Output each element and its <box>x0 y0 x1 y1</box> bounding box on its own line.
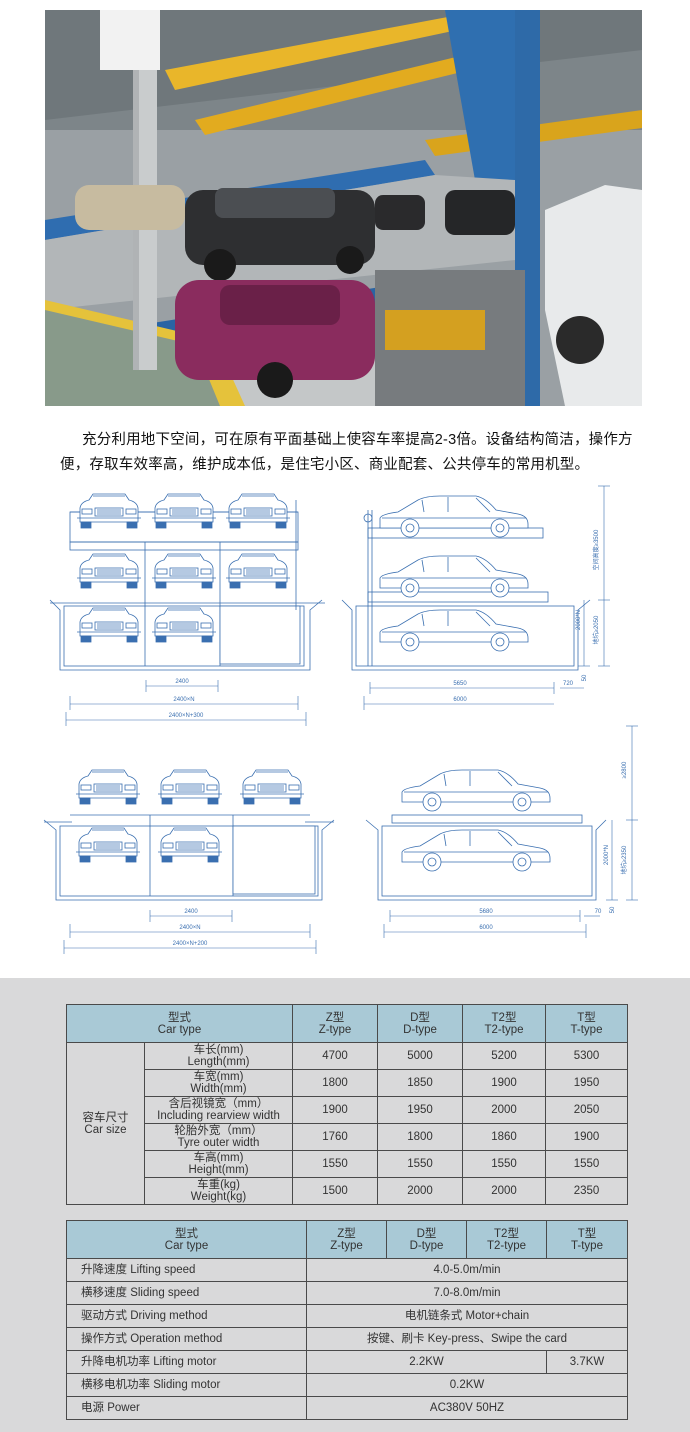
dim-top-side-2000n: 2000*N <box>576 610 582 630</box>
dim-bottom-side-6000: 6000 <box>479 925 493 931</box>
dim-top-side-height: 空间高度≥3500 <box>592 529 600 570</box>
dim-top-front-2400: 2400 <box>175 679 189 685</box>
dim-top-side-6000: 6000 <box>453 697 467 703</box>
dim-top-side-720: 720 <box>563 681 574 687</box>
dim-bottom-front-total: 2400×N+200 <box>173 941 208 947</box>
dim-top-side-50: 50 <box>582 674 588 681</box>
dim-top-side-5650: 5650 <box>453 681 467 687</box>
side-view-2level <box>365 814 607 901</box>
side-view-3level <box>341 510 591 671</box>
dim-bottom-front-2400: 2400 <box>184 909 198 915</box>
parking-photo-illustration <box>45 10 642 406</box>
dim-bottom-front-2400n: 2400×N <box>179 925 200 931</box>
dim-bottom-side-70: 70 <box>595 909 602 915</box>
dim-top-side-pit: 地坑≥2050 <box>592 615 600 644</box>
dimension-drawings: 2400 2400×N 2400×N+300 5650 720 6000 空间高… <box>43 485 638 954</box>
front-view-3level <box>49 500 325 671</box>
dim-bottom-side-5680: 5680 <box>479 909 493 915</box>
dim-top-front-total: 2400×N+300 <box>169 713 204 719</box>
intro-paragraph: 充分利用地下空间，可在原有平面基础上使容车率提高2-3倍。设备结构简洁，操作方便… <box>60 432 633 473</box>
dim-bottom-side-50: 50 <box>610 906 616 913</box>
front-view-2level <box>43 814 335 901</box>
dim-top-front-2400n: 2400×N <box>173 697 194 703</box>
parking-garage-photo <box>45 10 642 406</box>
dim-bottom-side-height: ≥2800 <box>622 761 628 778</box>
dim-bottom-side-2000n: 2000*N <box>604 845 610 865</box>
dim-bottom-side-pit: 地坑≥2350 <box>620 845 628 874</box>
